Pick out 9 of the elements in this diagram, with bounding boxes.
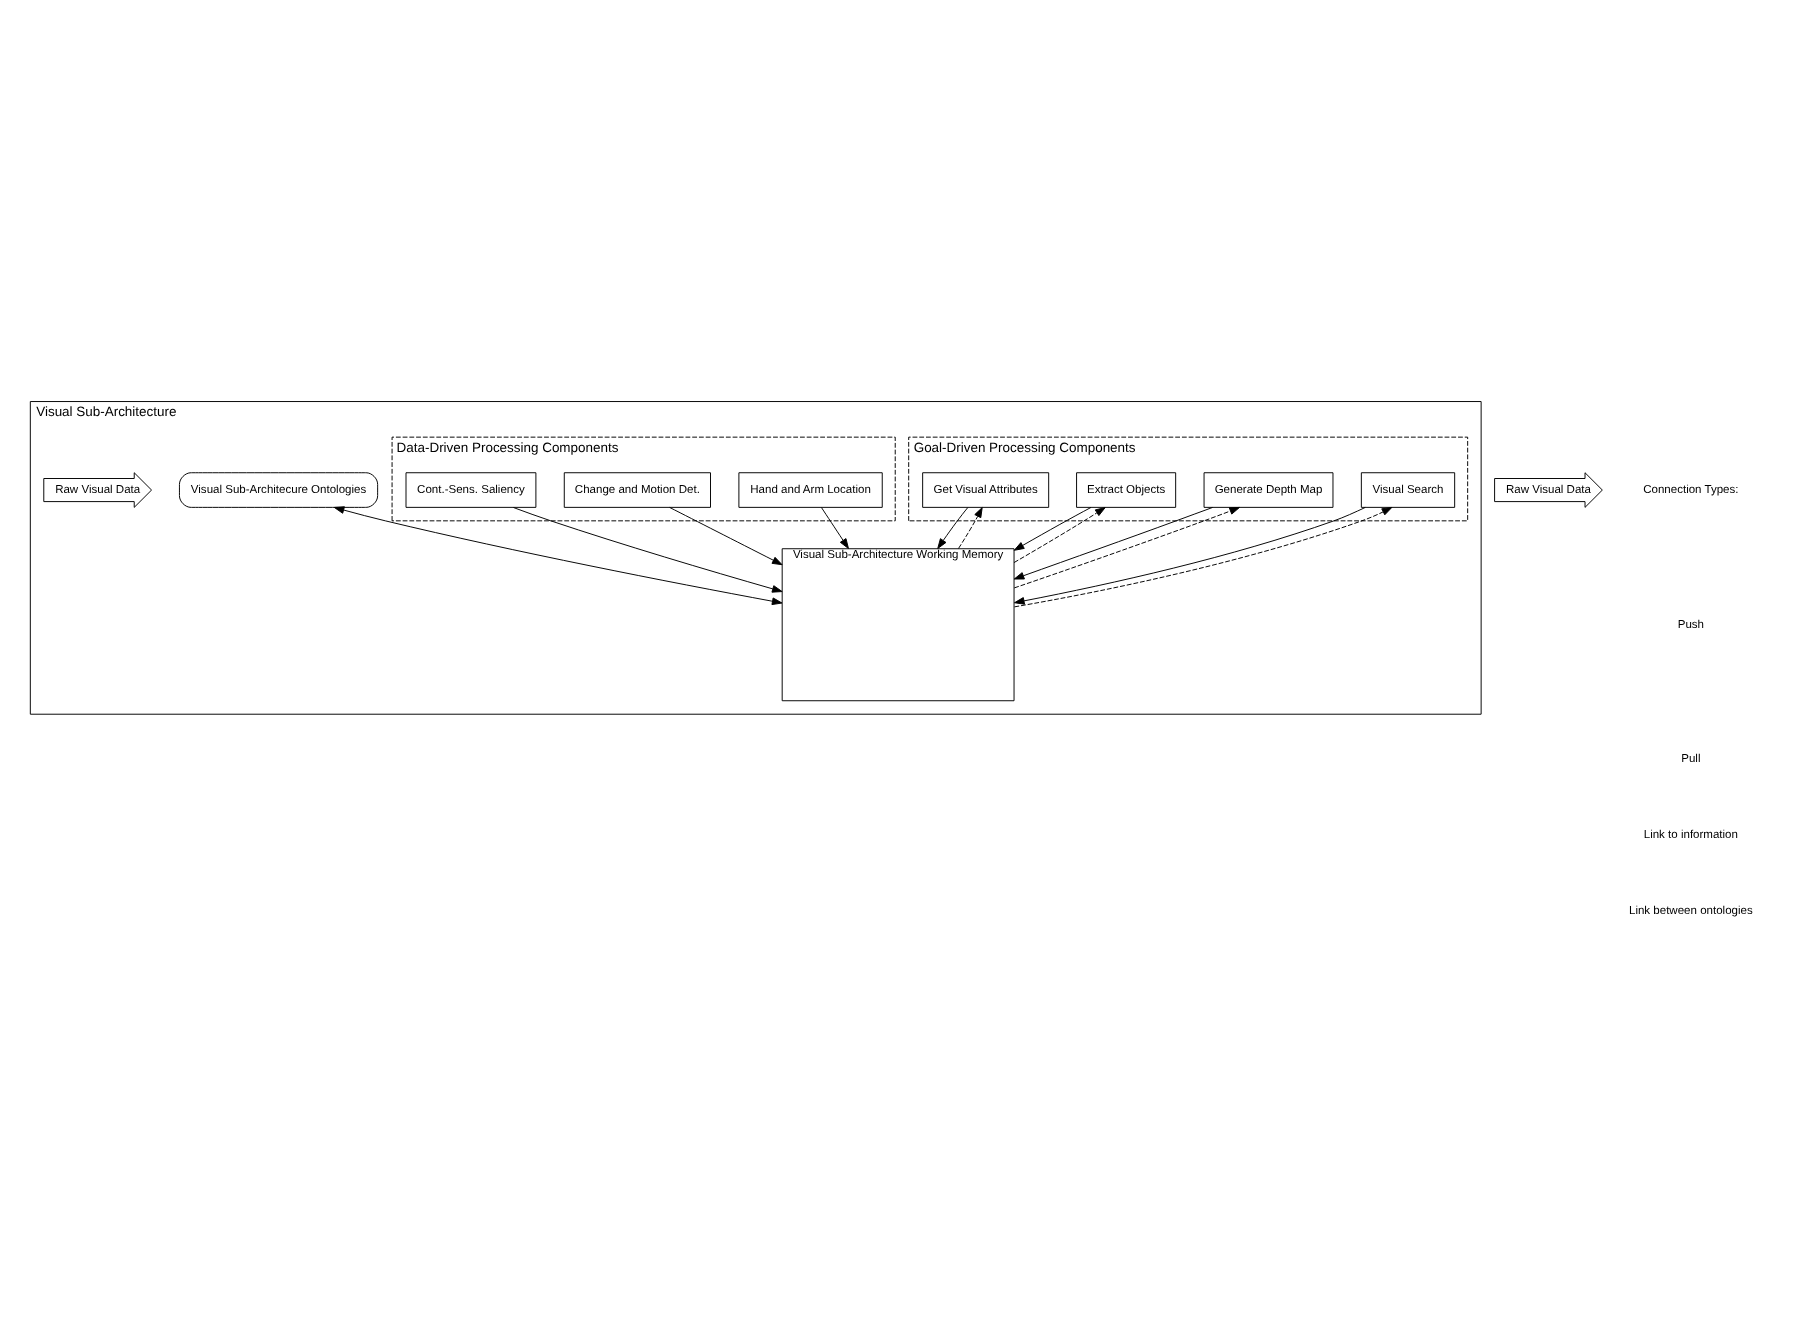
arrow xyxy=(958,507,983,549)
arrow xyxy=(1013,506,1092,551)
arrow xyxy=(1013,507,1106,564)
arrow xyxy=(937,507,969,549)
arrow xyxy=(1013,506,1240,589)
arrow xyxy=(512,507,783,593)
arrow xyxy=(1013,506,1214,580)
arrow xyxy=(333,506,783,606)
arrow xyxy=(821,507,849,549)
